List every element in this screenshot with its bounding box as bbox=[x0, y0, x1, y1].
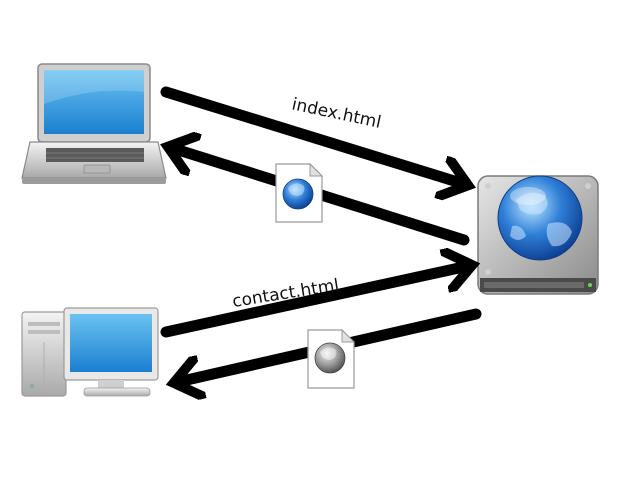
desktop-computer-icon bbox=[21, 307, 159, 397]
web-server-icon bbox=[477, 175, 599, 295]
request-arrow-index bbox=[160, 86, 464, 184]
web-document-gray-icon bbox=[307, 328, 356, 389]
laptop-icon bbox=[21, 63, 167, 184]
web-document-icon bbox=[275, 162, 324, 223]
request-arrow-contact bbox=[160, 266, 468, 338]
